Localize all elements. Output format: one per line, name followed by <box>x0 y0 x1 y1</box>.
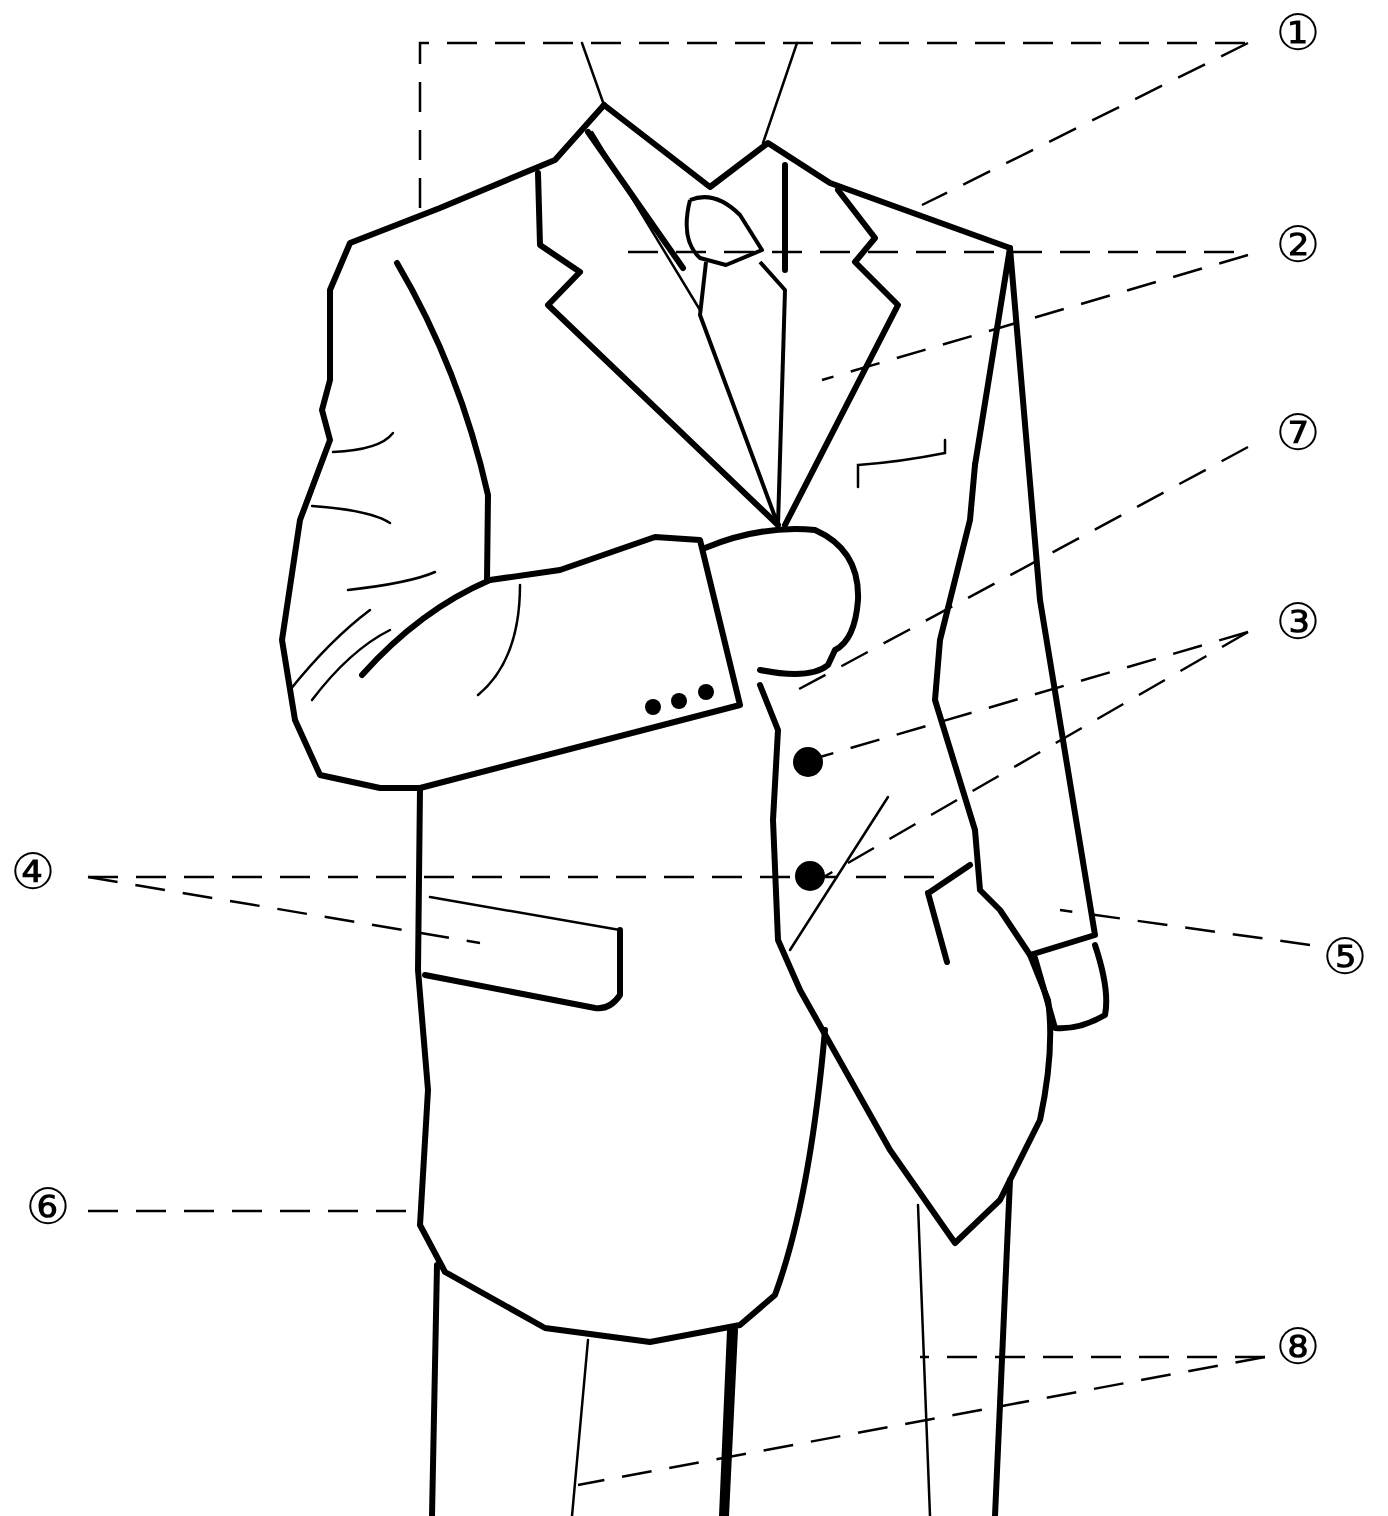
leader-line <box>820 632 1248 757</box>
collar-line <box>588 132 683 268</box>
leader-line <box>1060 910 1310 945</box>
callout-number: ③ <box>1276 597 1321 647</box>
sleeve-seam <box>975 248 1010 465</box>
trouser-crease <box>572 1340 588 1516</box>
wrinkle <box>312 630 390 700</box>
forearm-line <box>362 580 490 675</box>
thick-outlines <box>282 105 1106 1516</box>
wrinkle <box>348 572 435 590</box>
right-hand <box>1035 945 1106 1028</box>
right-lapel <box>785 190 898 525</box>
collar-line <box>782 165 788 270</box>
tie <box>687 197 785 525</box>
neck-line <box>582 43 604 105</box>
callout-number: ⑦ <box>1276 408 1321 458</box>
front-fold <box>790 797 888 950</box>
trouser-leg <box>995 1180 1010 1516</box>
wrinkle <box>478 585 520 695</box>
tie-blade <box>700 262 785 525</box>
buttons <box>645 684 825 891</box>
jacket-button <box>793 747 823 777</box>
tie-knot <box>687 197 762 265</box>
callout-number: ④ <box>11 847 56 897</box>
jacket-left-hem <box>418 788 825 1342</box>
breast-pocket <box>858 440 945 487</box>
left-sleeve <box>282 105 740 788</box>
right-sleeve <box>604 105 1095 955</box>
callout-number: ② <box>1276 220 1321 270</box>
jacket-button <box>795 861 825 891</box>
sleeve-seam <box>397 263 488 580</box>
leader-line <box>88 1210 420 1213</box>
leader-line <box>920 1356 1265 1359</box>
trouser-crease <box>918 1205 930 1516</box>
leader-line <box>822 632 1248 878</box>
trouser-leg <box>722 1330 735 1516</box>
thin-details <box>290 43 945 1516</box>
callout-number: ⑤ <box>1323 932 1368 982</box>
cuff-button <box>698 684 714 700</box>
cuff-button <box>645 699 661 715</box>
leader-line <box>822 255 1248 380</box>
callout-number: ⑥ <box>26 1182 71 1232</box>
leader-line <box>922 43 1248 205</box>
left-lapel <box>538 173 778 525</box>
callout-number: ① <box>1276 8 1321 58</box>
neck-line <box>763 43 797 143</box>
callout-number: ⑧ <box>1276 1322 1321 1372</box>
cuff-button <box>671 693 687 709</box>
right-pocket <box>928 865 970 962</box>
wrinkle <box>312 506 390 523</box>
jacket-front-edge <box>760 685 1050 1243</box>
left-hand <box>705 529 858 674</box>
hip-pocket <box>425 930 620 1008</box>
wrinkle <box>333 433 393 452</box>
leader-lines <box>88 43 1310 1485</box>
pocket-flap-line <box>430 897 620 930</box>
leader-line <box>578 1357 1265 1485</box>
leader-line <box>628 251 1248 254</box>
trouser-leg <box>432 1265 437 1516</box>
